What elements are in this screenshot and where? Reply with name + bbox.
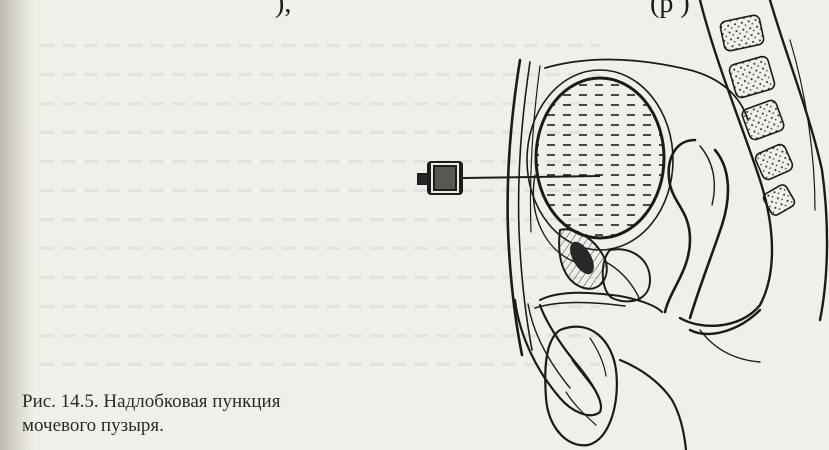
urinary-bladder [536, 78, 664, 238]
vertebra [762, 183, 797, 217]
scrotum [545, 327, 617, 446]
vertebra [741, 99, 786, 141]
abdominal-wall-outline [508, 60, 522, 355]
rectum [665, 140, 695, 312]
vertebra [754, 143, 795, 182]
pelvis-sagittal-section [405, 0, 829, 450]
penis [515, 300, 601, 415]
vertebra [728, 55, 776, 99]
anatomy-figure [405, 0, 829, 450]
perineum-outline [620, 360, 686, 450]
vertebra [719, 14, 764, 52]
prostate [603, 249, 650, 301]
caption-line-1: Рис. 14.5. Надлобковая пункция [22, 390, 382, 414]
caption-line-2: мочевого пузыря. [22, 414, 382, 438]
figure-caption: Рис. 14.5. Надлобковая пункция мочевого … [22, 390, 382, 438]
